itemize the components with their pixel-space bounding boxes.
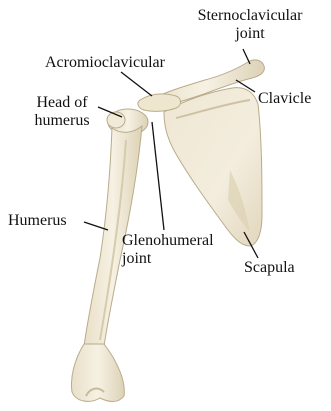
sternoclavicular-leader bbox=[243, 49, 250, 64]
label-clavicle: Clavicle bbox=[258, 90, 311, 108]
label-head-of-humerus: Head of humerus bbox=[24, 94, 100, 130]
label-head-of-humerus-line1: Head of bbox=[24, 94, 100, 112]
label-sternoclavicular-joint: Sternoclavicular joint bbox=[174, 7, 326, 43]
label-sternoclavicular-line1: Sternoclavicular bbox=[174, 7, 326, 25]
label-sternoclavicular-line2: joint bbox=[174, 25, 326, 43]
glenohumeral-leader bbox=[152, 122, 164, 230]
label-humerus: Humerus bbox=[8, 212, 67, 230]
label-glenohumeral-line1: Glenohumeral bbox=[122, 232, 214, 250]
label-glenohumeral-joint: Glenohumeral joint bbox=[122, 232, 214, 268]
label-acromioclavicular: Acromioclavicular bbox=[45, 54, 165, 72]
label-glenohumeral-line2: joint bbox=[122, 250, 214, 268]
acromion-process bbox=[138, 94, 181, 111]
label-head-of-humerus-line2: humerus bbox=[24, 112, 100, 130]
humerus-distal-end bbox=[72, 344, 125, 402]
acromioclavicular-leader bbox=[121, 72, 152, 96]
label-scapula: Scapula bbox=[244, 259, 295, 277]
